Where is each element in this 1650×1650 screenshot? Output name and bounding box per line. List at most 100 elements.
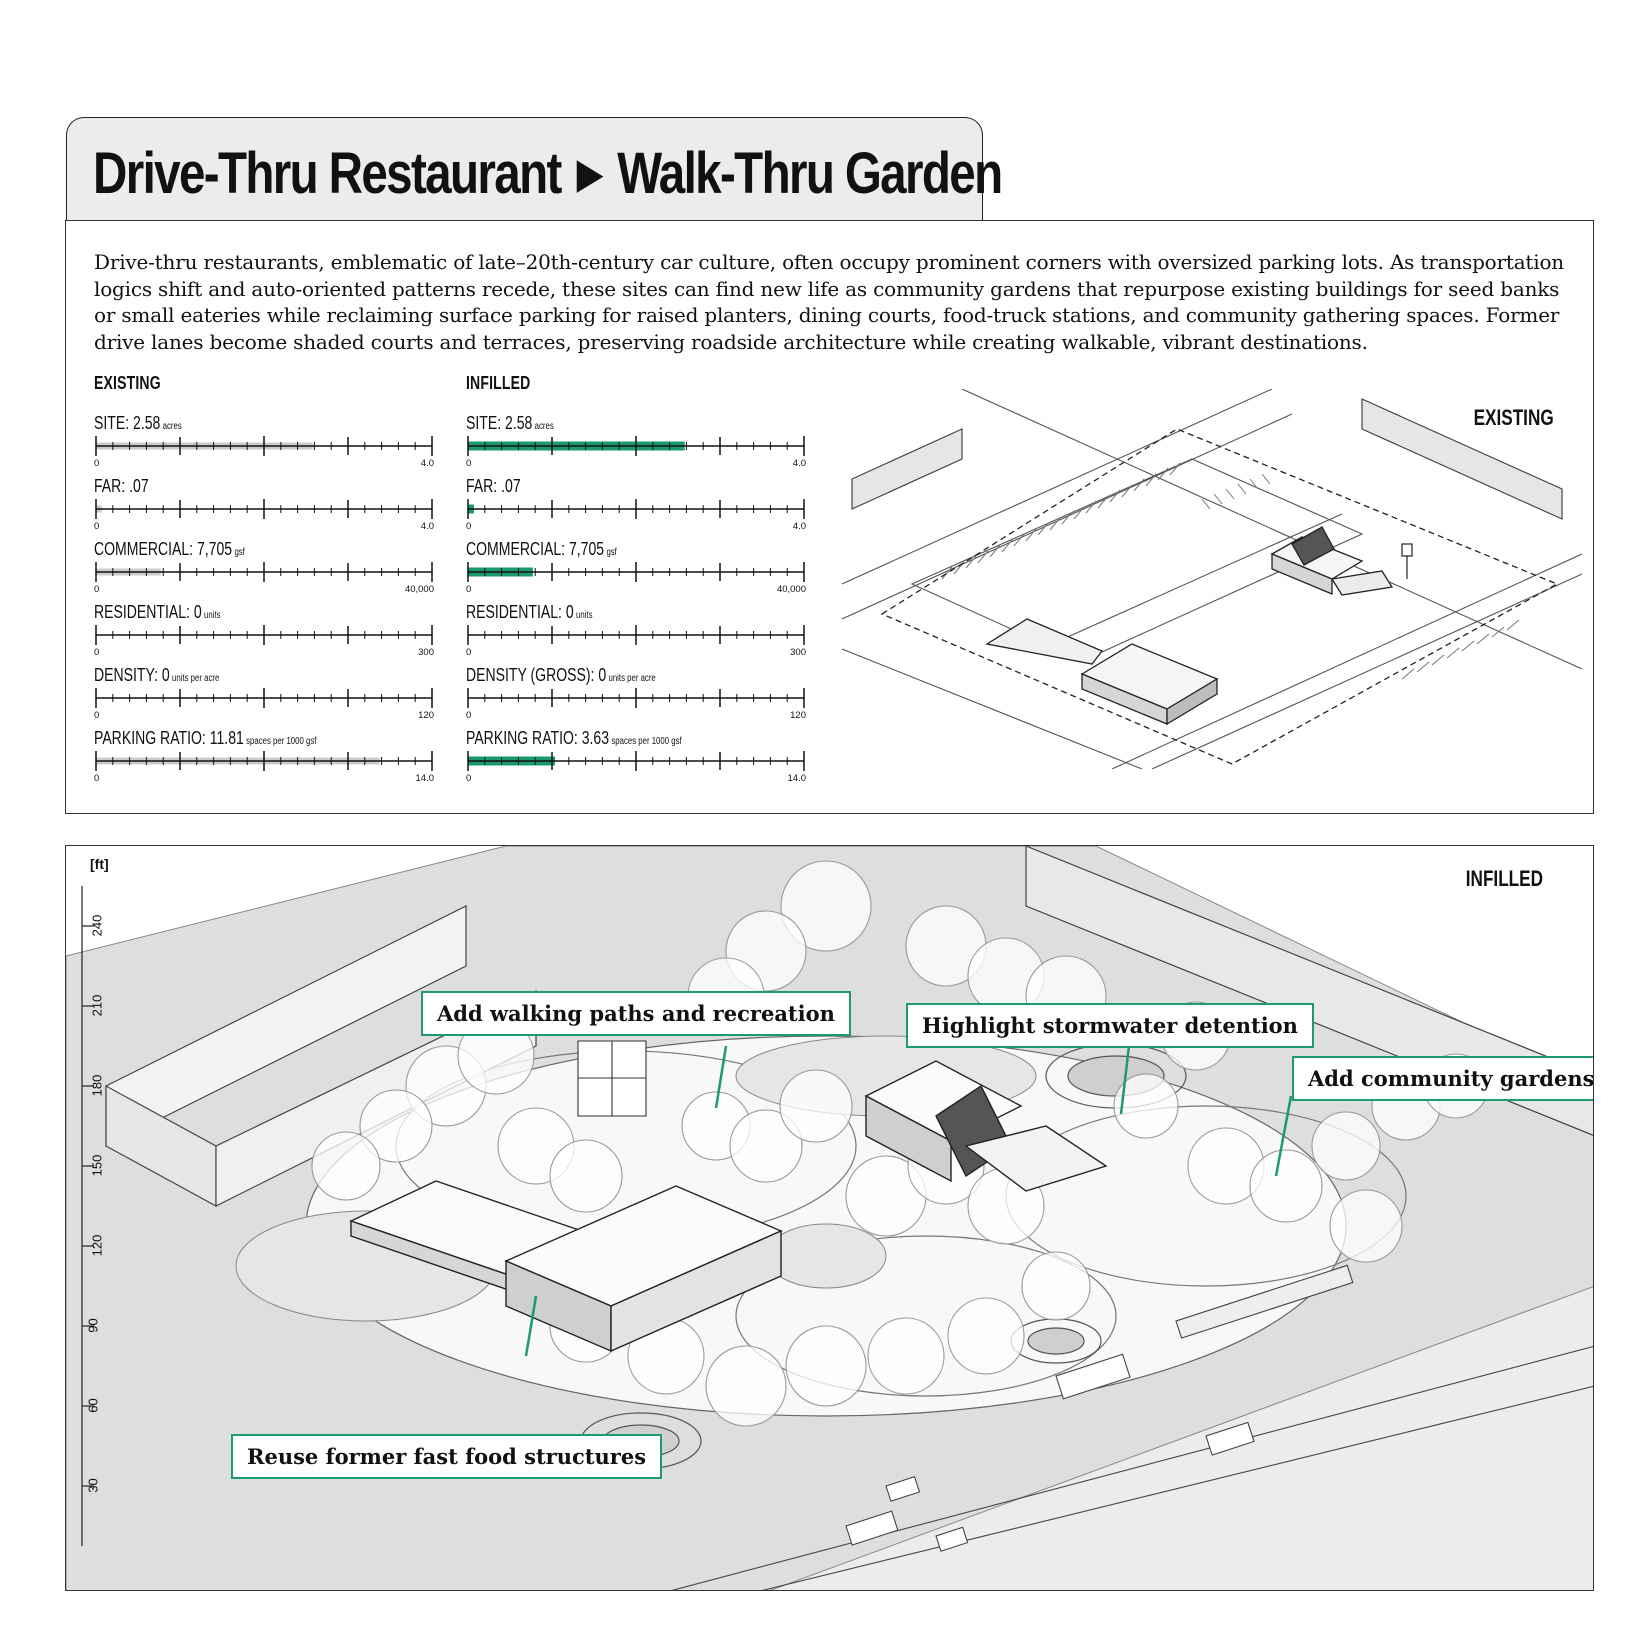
scale-min: 0 — [94, 584, 100, 595]
existing-site-drawing — [841, 388, 1583, 770]
ruler-label: 120 — [89, 1234, 105, 1257]
title-left: Drive-Thru Restaurant — [93, 141, 562, 206]
scale-min: 0 — [466, 647, 472, 658]
callout-community-gardens: Add community gardens — [1292, 1056, 1593, 1101]
leader-paths — [714, 1045, 728, 1109]
metric-value: RESIDENTIAL: 0 — [94, 602, 202, 622]
leader-reuse — [524, 1295, 538, 1357]
metric-unit: spaces per 1000 gsf — [611, 736, 682, 747]
drive-thru-canopy — [985, 618, 1104, 665]
scale-max: 4.0 — [420, 521, 434, 532]
arrow-right-icon: ▶ — [577, 152, 602, 196]
title-right: Walk-Thru Garden — [617, 141, 1003, 206]
a-frame-roof — [1291, 526, 1335, 566]
metric-scale — [467, 625, 805, 645]
metric-unit: gsf — [234, 547, 245, 558]
ruler-label: 150 — [89, 1154, 105, 1177]
scale-min: 0 — [466, 521, 472, 532]
metric-unit: acres — [162, 421, 182, 432]
scale-max: 4.0 — [420, 458, 434, 469]
scale-max: 120 — [790, 710, 806, 721]
scale-min: 0 — [94, 458, 100, 469]
height-ruler — [81, 886, 94, 1546]
metric-scale — [95, 436, 433, 456]
scale-min: 0 — [466, 458, 472, 469]
infilled-tag: INFILLED — [1465, 866, 1543, 891]
page-title: Drive-Thru Restaurant ▶ Walk-Thru Garden — [93, 140, 1003, 207]
metric-scale — [467, 499, 805, 519]
intro-paragraph: Drive-thru restaurants, emblematic of la… — [94, 250, 1564, 354]
scale-max: 300 — [790, 647, 806, 658]
title-tab: Drive-Thru Restaurant ▶ Walk-Thru Garden — [66, 117, 1003, 221]
ruler-label: 30 — [85, 1478, 101, 1493]
property-line — [880, 428, 1559, 765]
metric-value: RESIDENTIAL: 0 — [466, 602, 574, 622]
metric-value: COMMERCIAL: 7,705 — [94, 539, 233, 559]
scale-max: 14.0 — [415, 773, 435, 784]
metric-scale — [95, 625, 433, 645]
transit-shelter — [1175, 1264, 1354, 1339]
existing-site-diagram: EXISTING — [841, 388, 1583, 770]
scale-max: 40,000 — [404, 584, 434, 595]
metric-value: PARKING RATIO: 11.81 — [94, 728, 244, 748]
truck — [845, 1510, 899, 1546]
tree-canopies — [311, 860, 1489, 1427]
unit-label: [ft] — [90, 856, 109, 872]
metric-value: SITE: 2.58 — [466, 413, 533, 433]
scale-max: 4.0 — [792, 521, 806, 532]
metric-scale — [95, 499, 433, 519]
metric-scale — [95, 562, 433, 582]
metric-scale — [467, 751, 805, 771]
comparison-panel: Drive-thru restaurants, emblematic of la… — [65, 220, 1594, 814]
scale-max: 14.0 — [787, 773, 807, 784]
scale-max: 40,000 — [776, 584, 806, 595]
scale-max: 120 — [418, 710, 434, 721]
metric-unit: gsf — [606, 547, 617, 558]
ruler-label: 210 — [89, 994, 105, 1017]
bus — [1055, 1353, 1131, 1400]
scale-max: 300 — [418, 647, 434, 658]
callout-reuse-structures: Reuse former fast food structures — [231, 1434, 663, 1479]
metric-unit: units per acre — [608, 673, 656, 684]
scale-min: 0 — [94, 710, 100, 721]
scale-min: 0 — [466, 773, 472, 784]
metric-scale — [467, 688, 805, 708]
car — [885, 1476, 921, 1502]
infilled-site-panel: [ft] 30 60 90 120 150 180 210 240 INFILL… — [65, 845, 1594, 1591]
scale-min: 0 — [94, 521, 100, 532]
metric-row: FAR: .07 0 4.0 — [94, 476, 444, 539]
metric-value: DENSITY (GROSS): 0 — [466, 665, 607, 685]
existing-tag: EXISTING — [1473, 405, 1554, 430]
callout-walking-paths: Add walking paths and recreation — [421, 991, 851, 1036]
metric-scale — [95, 688, 433, 708]
infilled-site-drawing — [66, 846, 1593, 1590]
metric-scale — [467, 562, 805, 582]
metric-label: FAR: .07 — [94, 476, 367, 496]
car — [935, 1526, 969, 1552]
pole-sign — [1401, 543, 1413, 557]
scale-min: 0 — [466, 584, 472, 595]
infilled-heading: INFILLED — [466, 373, 531, 393]
scale-max: 4.0 — [792, 458, 806, 469]
leader-stormwater — [1119, 1045, 1131, 1115]
scale-min: 0 — [94, 647, 100, 658]
